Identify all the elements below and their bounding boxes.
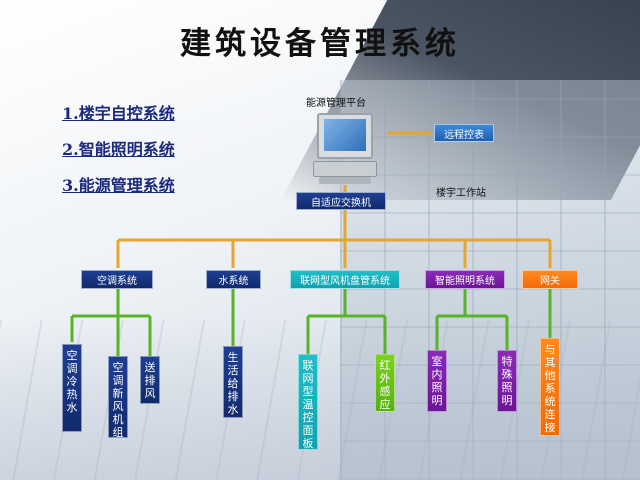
system-node-hvac[interactable]: 空调系统 (81, 270, 153, 289)
monitor-shape (317, 113, 373, 159)
leaf-hvac-ventilation[interactable]: 送排风 (140, 356, 160, 404)
system-node-lighting[interactable]: 智能照明系统 (425, 270, 505, 289)
leaf-special-lighting[interactable]: 特殊照明 (497, 350, 517, 412)
system-node-gateway[interactable]: 网关 (522, 270, 578, 289)
leaf-temp-panel[interactable]: 联网型温控面板 (298, 354, 318, 450)
background-building-floor (0, 320, 640, 480)
remote-meter-node[interactable]: 远程控表 (434, 124, 494, 142)
system-list-item-2[interactable]: 2.智能照明系统 (62, 140, 175, 159)
leaf-hvac-fresh-air[interactable]: 空调新风机组 (108, 356, 128, 439)
system-list-item-1[interactable]: 1.楼宇自控系统 (62, 104, 175, 123)
computer-base (313, 161, 377, 177)
system-node-fan-coil[interactable]: 联网型风机盘管系统 (290, 270, 400, 289)
leaf-infrared[interactable]: 红外感应 (375, 354, 395, 412)
platform-label: 能源管理平台 (306, 98, 366, 109)
system-list: 1.楼宇自控系统 2.智能照明系统 3.能源管理系统 (62, 100, 175, 208)
computer-icon[interactable] (313, 113, 377, 185)
keyboard-shape (319, 177, 371, 184)
page-title: 建筑设备管理系统 (180, 26, 460, 62)
monitor-screen (324, 119, 366, 151)
leaf-water-supply[interactable]: 生活给排水 (223, 346, 243, 418)
system-list-item-3[interactable]: 3.能源管理系统 (62, 176, 175, 195)
workstation-label: 楼宇工作站 (436, 188, 486, 199)
leaf-hvac-water[interactable]: 空调冷热水 (62, 344, 82, 432)
adaptive-switch-node[interactable]: 自适应交换机 (296, 192, 386, 210)
leaf-other-systems[interactable]: 与其他系统连接 (540, 338, 560, 436)
system-node-water[interactable]: 水系统 (206, 270, 261, 289)
leaf-indoor-lighting[interactable]: 室内照明 (427, 350, 447, 412)
